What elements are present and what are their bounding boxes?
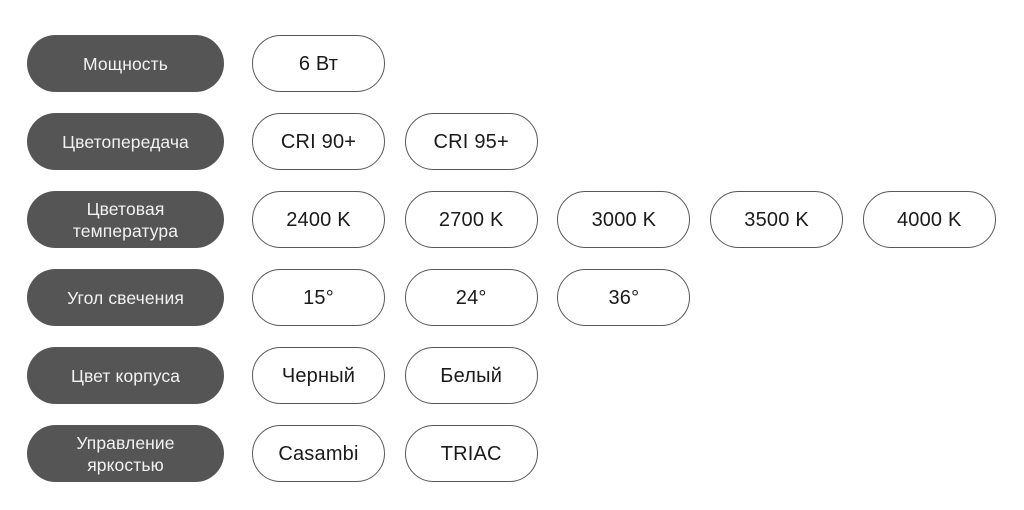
category-label: Цвет корпуса	[70, 365, 181, 386]
category-pill-beam-angle: Угол свечения	[27, 269, 224, 326]
option-label: CRI 90+	[280, 130, 357, 153]
option-pill[interactable]: 6 Вт	[252, 35, 385, 92]
option-track-beam-angle: 15° 24° 36°	[252, 269, 1024, 326]
category-label: Мощность	[83, 53, 168, 74]
category-label: Управление яркостью	[76, 432, 175, 475]
option-pill[interactable]: 24°	[404, 269, 538, 326]
option-label: Белый	[440, 364, 503, 387]
spec-row-color-temperature: Цветовая температура 2400 K 2700 K 3000 …	[27, 191, 1024, 248]
option-label: 2400 K	[286, 208, 351, 231]
category-pill-dimming-control: Управление яркостью	[27, 425, 224, 482]
option-label: 24°	[455, 286, 487, 309]
option-label: Черный	[281, 364, 356, 387]
option-pill[interactable]: 2700 K	[404, 191, 538, 248]
option-track-dimming-control: Casambi TRIAC	[252, 425, 1024, 482]
option-label: 4000 K	[896, 208, 962, 231]
option-pill[interactable]: TRIAC	[404, 425, 538, 482]
option-label: Casambi	[278, 442, 359, 465]
option-pill[interactable]: 4000 K	[862, 191, 996, 248]
category-pill-housing-color: Цвет корпуса	[27, 347, 224, 404]
category-pill-color-rendering: Цветопередача	[27, 113, 224, 170]
spec-row-dimming-control: Управление яркостью Casambi TRIAC	[27, 425, 1024, 482]
category-pill-power: Мощность	[27, 35, 224, 92]
option-label: 2700 K	[438, 208, 504, 231]
option-pill[interactable]: Белый	[404, 347, 538, 404]
option-pill[interactable]: Casambi	[252, 425, 385, 482]
option-pill[interactable]: 15°	[252, 269, 385, 326]
option-label: CRI 95+	[433, 130, 509, 153]
option-pill[interactable]: 2400 K	[252, 191, 385, 248]
spec-row-housing-color: Цвет корпуса Черный Белый	[27, 347, 1024, 404]
spec-row-color-rendering: Цветопередача CRI 90+ CRI 95+	[27, 113, 1024, 170]
option-pill[interactable]: Черный	[252, 347, 385, 404]
category-label: Цветопередача	[62, 131, 189, 152]
spec-row-power: Мощность 6 Вт	[27, 35, 1024, 92]
option-track-power: 6 Вт	[252, 35, 1024, 92]
option-track-color-temperature: 2400 K 2700 K 3000 K 3500 K 4000 K	[252, 191, 1024, 248]
option-pill[interactable]: CRI 95+	[404, 113, 538, 170]
option-pill[interactable]: 36°	[557, 269, 691, 326]
option-pill[interactable]: 3500 K	[710, 191, 844, 248]
option-label: 36°	[608, 286, 640, 309]
option-track-housing-color: Черный Белый	[252, 347, 1024, 404]
option-track-color-rendering: CRI 90+ CRI 95+	[252, 113, 1024, 170]
spec-row-beam-angle: Угол свечения 15° 24° 36°	[27, 269, 1024, 326]
category-label: Цветовая температура	[72, 198, 179, 241]
option-label: 3000 K	[591, 208, 657, 231]
option-pill[interactable]: 3000 K	[557, 191, 691, 248]
option-pill[interactable]: CRI 90+	[252, 113, 385, 170]
category-label: Угол свечения	[67, 287, 184, 308]
option-label: 6 Вт	[298, 52, 339, 75]
option-label: 3500 K	[744, 208, 809, 231]
option-label: 15°	[303, 286, 334, 309]
category-pill-color-temperature: Цветовая температура	[27, 191, 224, 248]
option-label: TRIAC	[440, 442, 502, 465]
